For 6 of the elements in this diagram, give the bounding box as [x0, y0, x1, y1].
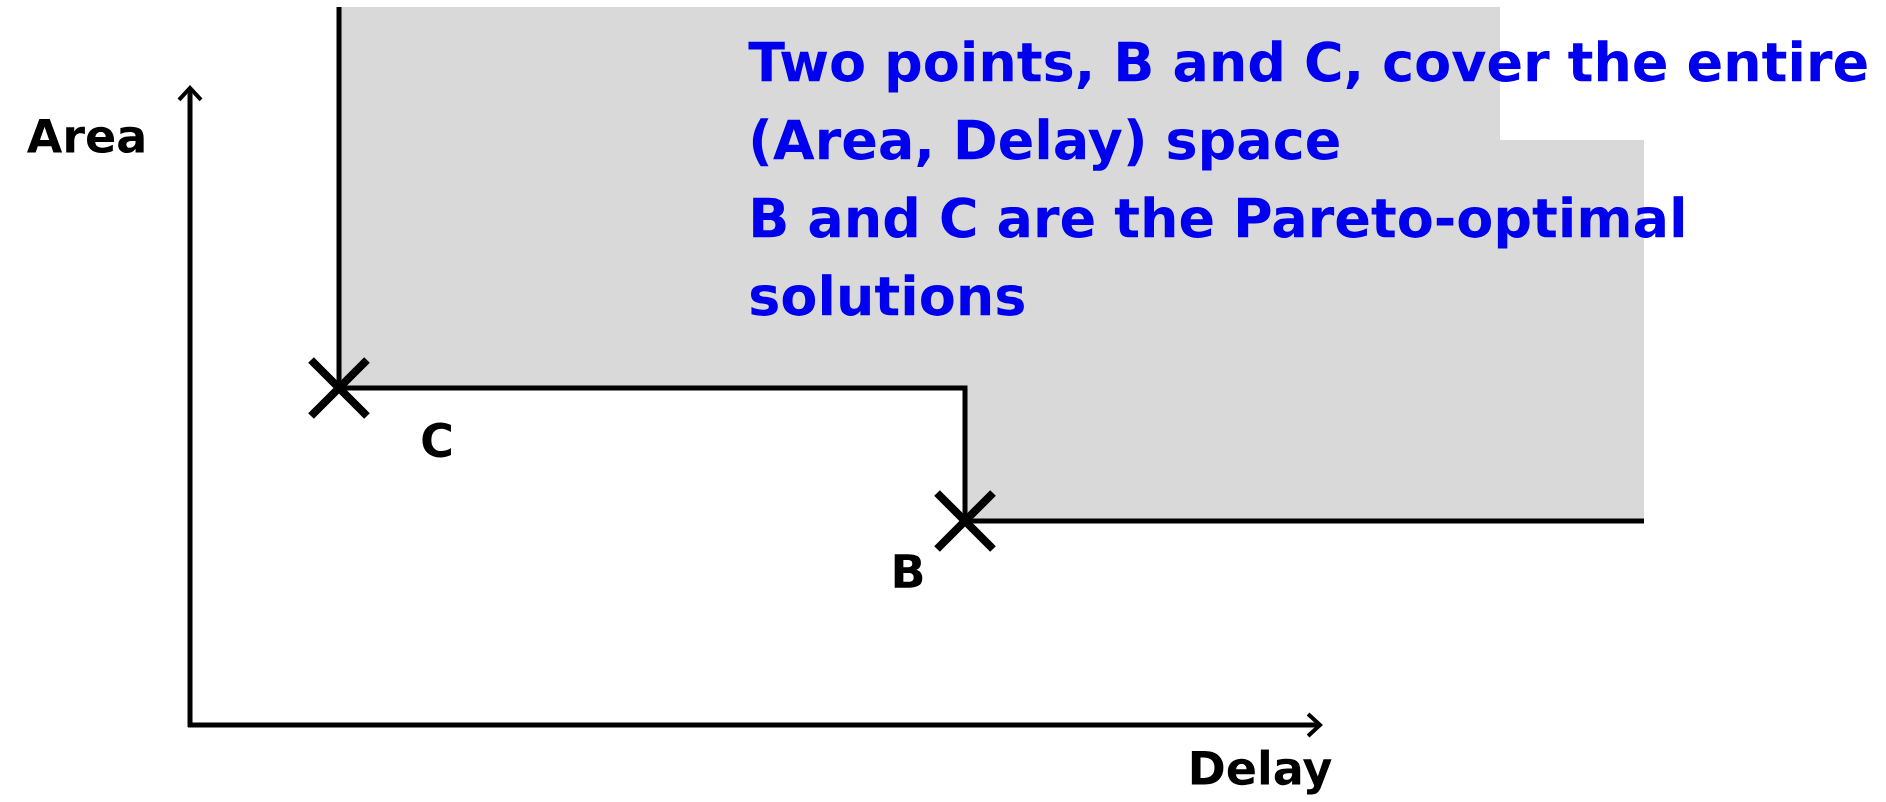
annotation-text: Two points, B and C, cover the entire (Area, Delay) space — [748, 40, 1867, 171]
point-label: C — [422, 422, 451, 458]
point-label: B — [894, 554, 923, 588]
axis-label: Area — [26, 118, 144, 154]
axis-label: Delay — [1191, 749, 1332, 795]
annotation-text: B and C are the Pareto-optimal solutions — [751, 196, 1684, 316]
